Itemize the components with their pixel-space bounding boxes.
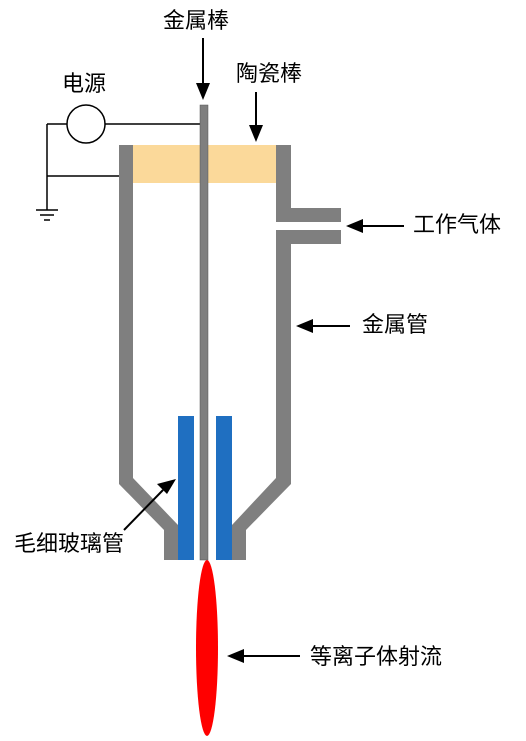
label-power-source: 电源	[62, 72, 107, 97]
gas-inlet-upper-wall	[276, 208, 341, 222]
power-circuit	[36, 104, 204, 221]
label-capillary-glass-tube: 毛细玻璃管	[14, 532, 125, 557]
power-source-symbol	[66, 104, 106, 144]
label-ceramic-rod: 陶瓷棒	[236, 62, 303, 87]
label-plasma-jet: 等离子体射流	[310, 645, 443, 670]
gas-inlet-lower-wall	[276, 230, 341, 244]
arrow-plasma-jet	[227, 649, 300, 663]
arrow-metal-tube	[296, 319, 350, 333]
ground-icon	[36, 209, 58, 221]
arrow-ceramic-rod	[249, 92, 263, 142]
metal-tube	[119, 145, 341, 560]
label-metal-rod: 金属棒	[163, 9, 230, 34]
capillary-glass-tube	[178, 416, 232, 560]
arrow-working-gas	[346, 219, 404, 233]
label-working-gas: 工作气体	[413, 213, 502, 238]
arrow-metal-rod	[196, 38, 210, 100]
plasma-jet	[196, 560, 218, 736]
label-metal-tube: 金属管	[362, 313, 429, 338]
arrow-capillary-glass-tube	[123, 479, 176, 531]
metal-rod-electrode	[199, 104, 209, 561]
arrows	[123, 38, 404, 663]
